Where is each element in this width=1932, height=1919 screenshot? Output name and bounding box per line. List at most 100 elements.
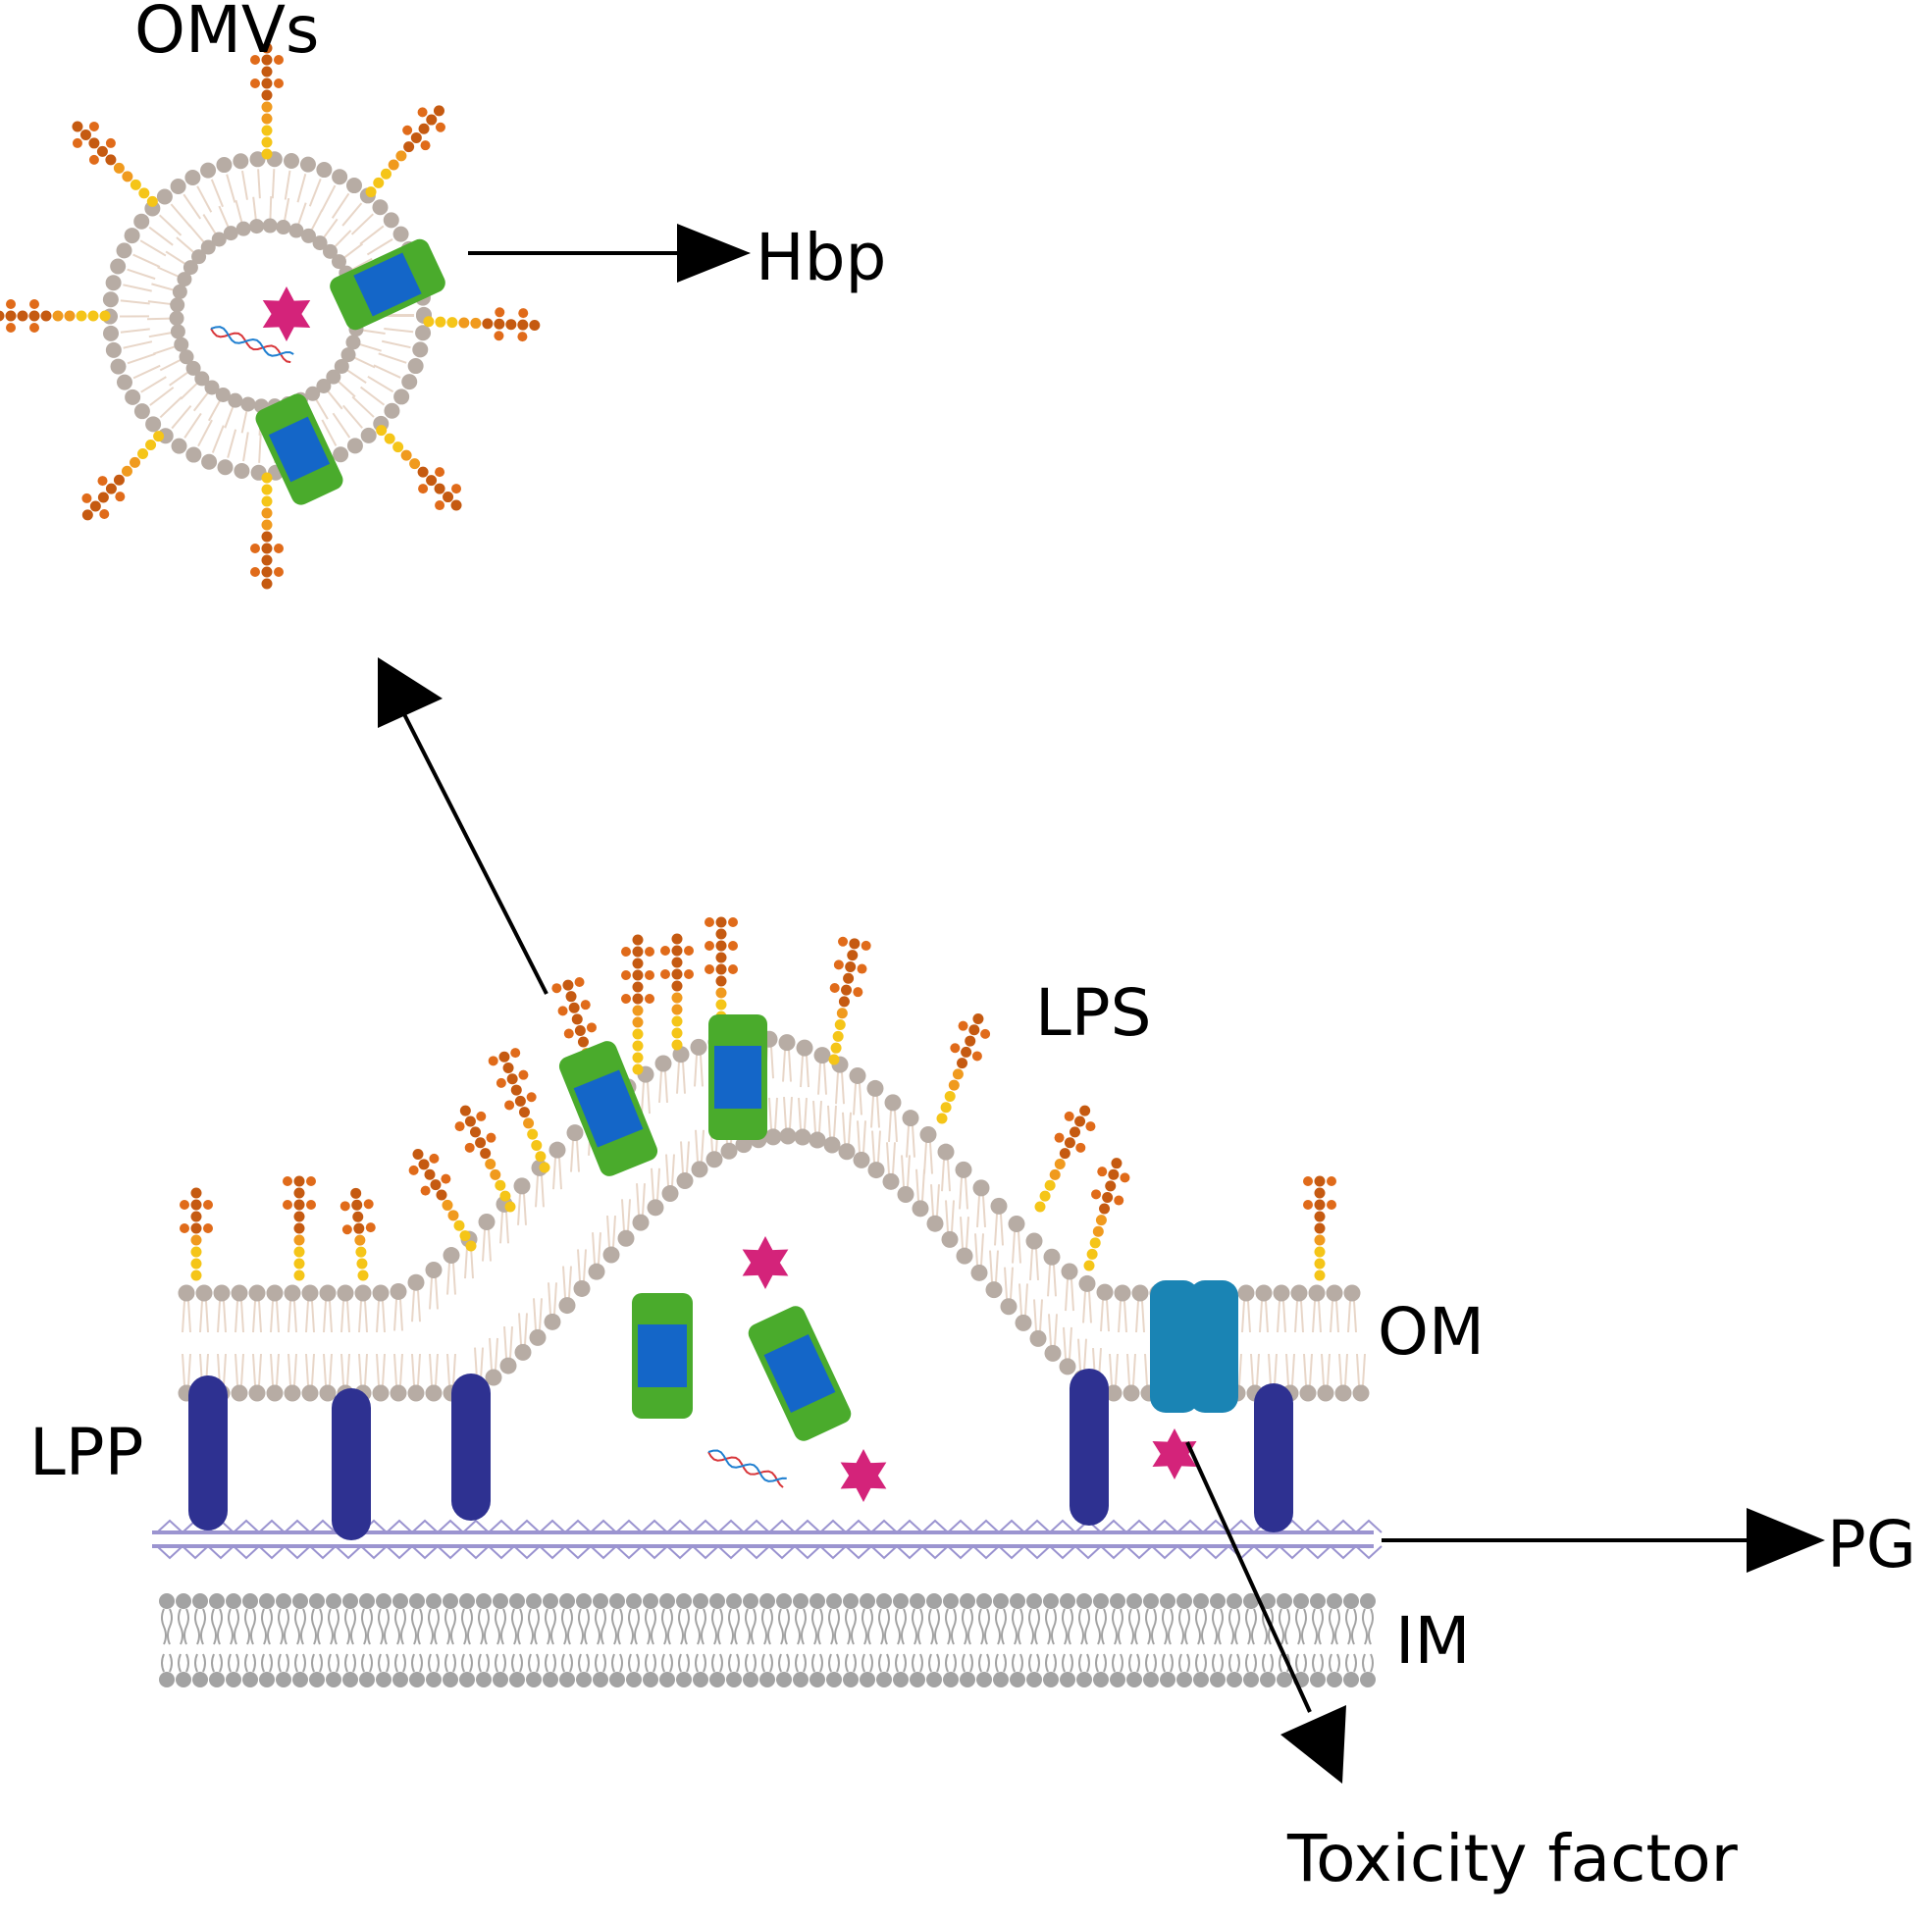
im-lipid-tail [1362, 1653, 1366, 1673]
lps-branch [1327, 1176, 1336, 1186]
pg-crosslink [590, 1545, 617, 1560]
im-lipid-tail [819, 1653, 823, 1673]
omv-lipid-tail [159, 358, 183, 372]
omv-lipid-tail [378, 352, 407, 364]
im-lipid-head [1043, 1593, 1059, 1609]
om-lipid-head [1343, 1284, 1361, 1302]
lps-molecule [180, 1187, 213, 1281]
lps-label: LPS [1035, 975, 1152, 1051]
lps-molecule [250, 472, 284, 590]
om-lipid-tail [1259, 1300, 1263, 1333]
im-lipid-head [676, 1593, 692, 1609]
lps-branch [526, 1092, 537, 1103]
omv-lipid-tail [165, 250, 186, 266]
im-lipid-tail [1078, 1653, 1082, 1673]
om-lipid-tail [862, 1120, 866, 1153]
om-lipid-tail [823, 1063, 827, 1095]
im-lipid-tail [428, 1653, 432, 1673]
lps-sugar [365, 186, 377, 198]
om-lipid-tail [223, 1353, 227, 1386]
lps-sugar [1074, 1115, 1086, 1127]
lps-branch [341, 1224, 352, 1235]
hbp-arrowhead [677, 224, 751, 283]
lps-sugar [459, 1105, 471, 1116]
im-lipid-head [693, 1672, 708, 1687]
omv-lipid-head [312, 235, 328, 251]
lps-sugar [357, 1270, 369, 1281]
omv-lipid-tail [218, 205, 230, 229]
lps-branch [420, 1185, 431, 1196]
om-lipid-tail [1024, 1283, 1028, 1316]
im-lipid-tail [1195, 1608, 1201, 1645]
im-lipid-head [1327, 1672, 1342, 1687]
im-lipid-tail [1228, 1608, 1234, 1645]
lps-sugar [293, 1175, 305, 1187]
om-lipid-tail [539, 1298, 543, 1330]
pg-crosslink [666, 1519, 694, 1533]
im-lipid-head [1360, 1593, 1376, 1609]
lps-branch [833, 960, 844, 970]
om-lipid-tail [523, 1193, 527, 1225]
im-lipid-head [659, 1593, 675, 1609]
im-lipid-tail [745, 1608, 751, 1645]
im-lipid-tail [636, 1653, 640, 1673]
lps-branch [580, 1000, 591, 1011]
im-lipid-tail [678, 1608, 684, 1645]
om-lipid-tail [841, 1072, 845, 1105]
im-lipid-tail [1262, 1608, 1268, 1645]
lps-branch [365, 1222, 376, 1233]
im-lipid-tail [836, 1653, 840, 1673]
pg-crosslink [1125, 1519, 1153, 1533]
im-lipid-tail [444, 1608, 450, 1645]
om-lipid-head [632, 1214, 650, 1231]
im-lipid-tail [962, 1608, 967, 1645]
om-lipid-tail [495, 1337, 498, 1371]
lps-sugar [89, 500, 101, 512]
pg-crosslink [1304, 1519, 1332, 1533]
omv-lipid-tail [326, 389, 343, 410]
im-lipid-tail [1120, 1653, 1123, 1673]
om-lipid-head [319, 1384, 337, 1402]
omv-lipid-tail [132, 364, 161, 380]
im-lipid-tail [728, 1653, 732, 1673]
lps-sugar [565, 991, 577, 1003]
om-lipid-head [1290, 1284, 1308, 1302]
omv-lipid-tail [296, 202, 307, 226]
lps-branch [250, 78, 260, 88]
lps-sugar [417, 466, 429, 478]
om-lipid-tail [570, 1140, 574, 1172]
om-lipid-head [301, 1384, 319, 1402]
om-lipid-tail [382, 1353, 386, 1386]
im-lipid-head [910, 1593, 925, 1609]
im-lipid-tail [334, 1608, 339, 1645]
im-lipid-tail [1012, 1608, 1018, 1645]
lps-branch [861, 940, 871, 951]
lps-molecule [376, 425, 462, 511]
lps-branch [72, 137, 82, 148]
om-lipid-tail [305, 1300, 309, 1333]
om-lipid-head [301, 1284, 319, 1302]
lps-sugar [1314, 1187, 1326, 1199]
im-lipid-tail [328, 1608, 334, 1645]
om-lipid-tail [907, 1155, 911, 1187]
pg-crosslink [1355, 1519, 1383, 1533]
lps-branch [451, 484, 462, 494]
im-lipid-head [342, 1593, 358, 1609]
lps-sugar [40, 310, 52, 322]
lipoprotein [188, 1375, 228, 1530]
omv-lipid-tail [139, 239, 167, 257]
lps-sugar [936, 1113, 948, 1124]
om-lipid-tail [417, 1290, 421, 1323]
omv-lipid-head [183, 260, 198, 276]
lpp-label: LPP [29, 1415, 144, 1490]
om-lipid-tail [399, 1353, 403, 1386]
omv-lipid-tail [123, 284, 152, 292]
im-lipid-tail [995, 1608, 1001, 1645]
lps-sugar [715, 940, 727, 952]
im-lipid-tail [1295, 1653, 1299, 1673]
im-lipid-head [259, 1593, 275, 1609]
im-lipid-tail [1128, 1653, 1132, 1673]
om-lipid-tail [1321, 1353, 1325, 1386]
om-lipid-head [248, 1284, 266, 1302]
im-lipid-head [809, 1593, 825, 1609]
